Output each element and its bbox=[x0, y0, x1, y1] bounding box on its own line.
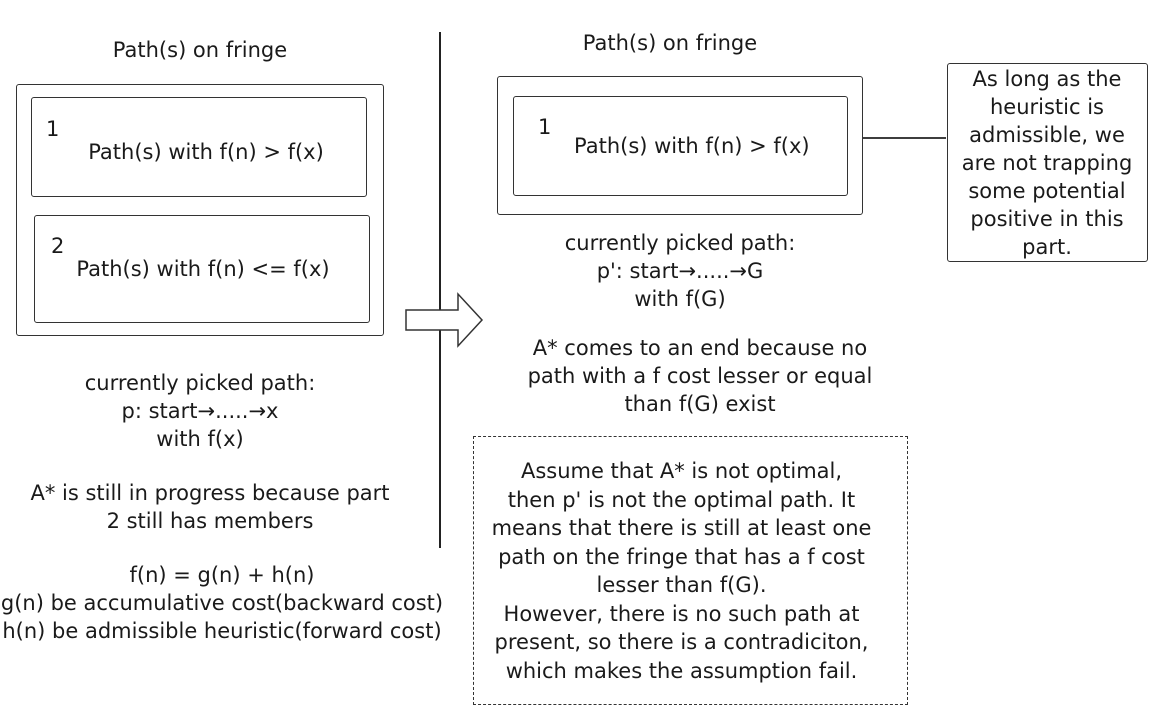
left-part1-number: 1 bbox=[46, 117, 60, 141]
left-part2-text: Path(s) with f(n) <= f(x) bbox=[76, 257, 330, 281]
right-picked-path-text: currently picked path: p': start→.....→G… bbox=[564, 231, 796, 311]
right-part1-box: 1 Path(s) with f(n) > f(x) bbox=[513, 96, 848, 196]
left-fringe-title: Path(s) on fringe bbox=[112, 38, 288, 62]
left-part2-box: 2 Path(s) with f(n) <= f(x) bbox=[34, 215, 370, 323]
left-formula-text: f(n) = g(n) + h(n) g(n) be accumulative … bbox=[0, 563, 444, 643]
right-end-text: A* comes to an end because no path with … bbox=[527, 336, 873, 416]
right-fringe-title: Path(s) on fringe bbox=[582, 31, 758, 55]
proof-text: Assume that A* is not optimal, then p' i… bbox=[491, 459, 872, 683]
proof-box: Assume that A* is not optimal, then p' i… bbox=[473, 436, 908, 705]
admissibility-note-box: As long as the heuristic is admissible, … bbox=[947, 63, 1148, 262]
transition-arrow-icon bbox=[405, 292, 484, 348]
admissibility-note-text: As long as the heuristic is admissible, … bbox=[961, 67, 1133, 259]
left-part1-text: Path(s) with f(n) > f(x) bbox=[88, 140, 324, 164]
right-part1-number: 1 bbox=[538, 115, 552, 139]
left-part2-number: 2 bbox=[51, 234, 65, 258]
right-part1-text: Path(s) with f(n) > f(x) bbox=[574, 134, 810, 158]
left-picked-path-text: currently picked path: p: start→.....→x … bbox=[84, 371, 316, 451]
left-fringe-container: 1 Path(s) with f(n) > f(x) 2 Path(s) wit… bbox=[16, 84, 384, 336]
left-part1-box: 1 Path(s) with f(n) > f(x) bbox=[31, 97, 367, 197]
right-fringe-container: 1 Path(s) with f(n) > f(x) bbox=[497, 76, 863, 215]
left-progress-text: A* is still in progress because part 2 s… bbox=[30, 481, 390, 533]
